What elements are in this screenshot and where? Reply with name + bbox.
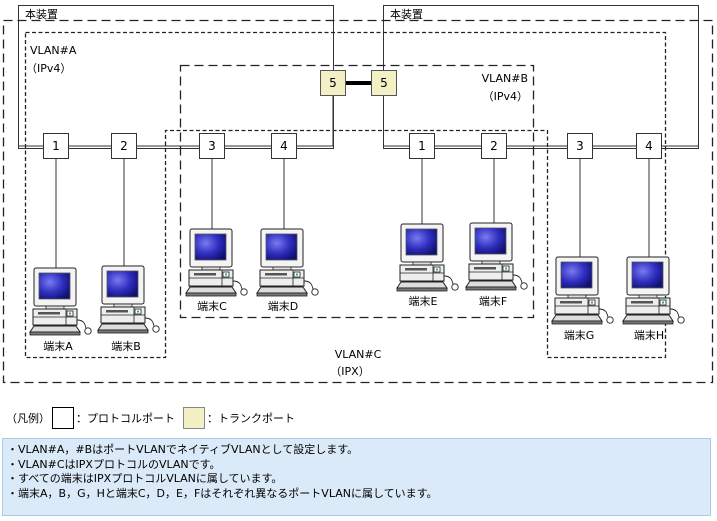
vlan-c-protocol: （IPX） <box>330 365 369 378</box>
protocol-port-swatch <box>52 407 74 429</box>
terminal-label: 端末E <box>409 294 438 308</box>
terminal-label: 端末A <box>43 339 73 353</box>
port-label: 1 <box>418 139 426 153</box>
legend-prefix: （凡例） <box>6 412 50 425</box>
note-line: ・VLAN#A，#BはポートVLANでネイティブVLANとして設定します。 <box>7 443 359 456</box>
trunk-port: 5 <box>371 70 397 96</box>
trunk-port-swatch <box>183 407 205 429</box>
port-label: 5 <box>380 76 388 90</box>
vlan-c-name: VLAN#C <box>335 348 382 361</box>
port: 1 <box>43 133 69 159</box>
computer-icon <box>396 223 459 292</box>
legend: （凡例） ：プロトコルポート ：トランクポート <box>6 406 295 430</box>
device-enclosure-left <box>18 5 334 149</box>
computer-icon <box>256 228 319 297</box>
terminal-label: 端末C <box>197 299 227 313</box>
computer-icon <box>622 256 685 325</box>
port-label: 3 <box>208 139 216 153</box>
vlan-a-name: VLAN#A <box>30 44 77 57</box>
vlan-b-protocol: （IPv4） <box>483 90 528 103</box>
network-diagram: 本装置 本装置 VLAN#A （IPv4） VLAN#B （IPv4） VLAN… <box>2 5 714 384</box>
port-label: 2 <box>490 139 498 153</box>
port: 3 <box>567 133 593 159</box>
terminal-label: 端末D <box>268 299 298 313</box>
vlan-a-boundary <box>24 31 667 359</box>
device-label: 本装置 <box>390 7 423 21</box>
terminal-label: 端末H <box>634 328 664 342</box>
vlan-b-name: VLAN#B <box>482 72 528 85</box>
device-enclosure-right <box>383 5 699 149</box>
port: 1 <box>409 133 435 159</box>
note-line: ・VLAN#CはIPXプロトコルのVLANです。 <box>7 457 221 471</box>
device-label: 本装置 <box>25 7 58 21</box>
terminal-label: 端末G <box>564 328 595 342</box>
port-label: 4 <box>280 139 288 153</box>
terminal-label: 端末B <box>111 339 141 353</box>
legend-trunk-port: ：トランクポート <box>207 412 295 425</box>
computer-icon <box>29 267 92 336</box>
port: 3 <box>199 133 225 159</box>
port: 2 <box>481 133 507 159</box>
computer-icon <box>551 256 614 325</box>
port-label: 5 <box>329 76 337 90</box>
computer-icon <box>465 222 528 291</box>
port-label: 3 <box>576 139 584 153</box>
port: 4 <box>271 133 297 159</box>
notes-box: ・VLAN#A，#BはポートVLANでネイティブVLANとして設定します。 ・V… <box>2 438 711 516</box>
vlan-c-boundary <box>2 19 714 384</box>
computer-icon <box>97 265 160 334</box>
port-label: 4 <box>645 139 653 153</box>
port: 4 <box>636 133 662 159</box>
note-line: ・すべての端末はIPXプロトコルVLANに属しています。 <box>7 472 283 485</box>
note-line: ・端末A，B，G，Hと端末C，D，E，Fはそれぞれ異なるポートVLANに属してい… <box>7 486 438 500</box>
port: 2 <box>111 133 137 159</box>
vlan-b-boundary <box>179 64 535 319</box>
vlan-a-protocol: （IPv4） <box>26 62 71 75</box>
port-label: 2 <box>120 139 128 153</box>
terminal-label: 端末F <box>479 294 507 308</box>
legend-protocol-port: ：プロトコルポート <box>76 412 175 425</box>
computer-icon <box>185 228 248 297</box>
port-label: 1 <box>52 139 60 153</box>
trunk-port: 5 <box>320 70 346 96</box>
